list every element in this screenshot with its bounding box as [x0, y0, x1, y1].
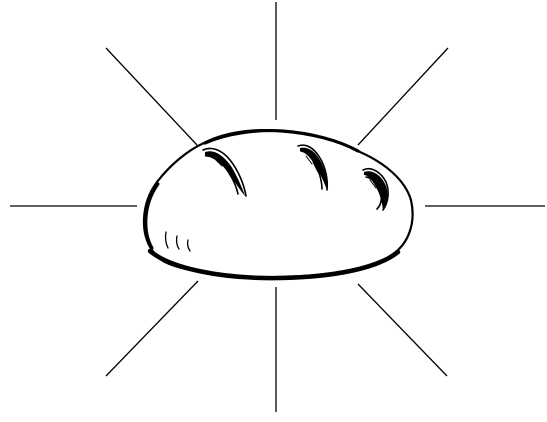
spoke-south-east	[358, 284, 447, 376]
spoke-north-east	[358, 48, 448, 145]
loaf-outline	[144, 130, 413, 277]
spoke-south-west	[106, 281, 198, 376]
spoke-north-west	[106, 48, 197, 145]
bread-loaf-icon	[144, 130, 413, 278]
